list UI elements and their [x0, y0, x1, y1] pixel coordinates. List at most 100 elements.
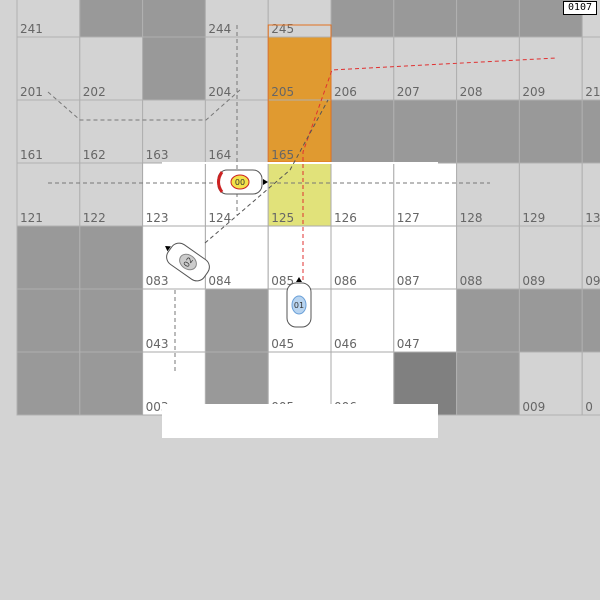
grid-cell: 245 [267, 0, 332, 38]
heading-arrow-icon [165, 245, 171, 252]
grid-cell-fill [204, 288, 269, 353]
route-vehicle-02 [204, 99, 329, 244]
grid-cell-fill [142, 36, 206, 101]
grid-cell: 0 [581, 351, 600, 416]
grid-cell-label: 043 [146, 337, 169, 351]
grid-cell: 205 [267, 36, 332, 101]
grid-cell-label: 201 [20, 85, 43, 99]
grid-cell-fill [16, 351, 81, 416]
grid-cell-label: 127 [397, 211, 420, 225]
grid-cell-fill [518, 225, 583, 290]
grid-cell-fill [16, 162, 81, 227]
frame-counter: 0107 [563, 1, 597, 15]
route-vehicle-01 [302, 57, 557, 280]
route-lines [47, 25, 557, 374]
grid-cell [79, 351, 144, 416]
grid-cell [79, 225, 144, 290]
grid-cell: 209 [518, 36, 583, 101]
grid-cell-label: 245 [271, 22, 294, 36]
route-gray-left [47, 89, 241, 121]
grid-cell-label: 126 [334, 211, 357, 225]
grid-cell-label: 045 [271, 337, 294, 351]
grid-cell-label: 163 [146, 148, 169, 162]
grid-cell-fill [456, 288, 520, 353]
grid-cell-label: 124 [208, 211, 231, 225]
grid-cell [142, 36, 206, 101]
grid-cell [142, 0, 206, 38]
grid-cell-fill [456, 225, 520, 290]
grid-cell-fill [456, 351, 520, 416]
heading-arrow-icon [263, 179, 268, 185]
grid-cell: 087 [393, 225, 458, 290]
grid-cell-label: 085 [271, 274, 294, 288]
grid-cell-label: 207 [397, 85, 420, 99]
grid-cell [330, 99, 395, 164]
grid-cell-label: 202 [83, 85, 106, 99]
grid-cell: 123 [142, 162, 206, 227]
grid-cell-label: 13 [585, 211, 600, 225]
grid-cell: 086 [330, 225, 395, 290]
grid-cell-label: 129 [522, 211, 545, 225]
grid-cell-label: 208 [460, 85, 483, 99]
grid-cell-label: 209 [522, 85, 545, 99]
grid-cell-fill [16, 288, 81, 353]
grid-cell-label: 21 [585, 85, 600, 99]
grid-cell [330, 0, 395, 38]
vehicle-id-label: 01 [294, 301, 304, 310]
grid-cell-fill [393, 0, 458, 38]
grid-cell-fill [330, 99, 395, 164]
grid-cell [16, 225, 81, 290]
grid-cell [456, 99, 520, 164]
grid-cell: 084 [204, 225, 269, 290]
grid-cell: 165 [267, 99, 332, 164]
grid-cell-label: 128 [460, 211, 483, 225]
grid-cell-fill [581, 99, 600, 164]
grid-cell-fill [16, 36, 81, 101]
grid-cell-fill [16, 225, 81, 290]
grid-cell-fill [393, 288, 458, 353]
grid-cell: 202 [79, 36, 144, 101]
grid-cell-label: 088 [460, 274, 483, 288]
grid-cell-fill [518, 162, 583, 227]
vehicle-cabin [179, 253, 197, 271]
grid-cell: 122 [79, 162, 144, 227]
grid-cell-fill [142, 288, 206, 353]
grid-cell: 21 [581, 36, 600, 101]
grid-cell-fill [581, 162, 600, 227]
grid-cell-label: 121 [20, 211, 43, 225]
grid-cell-fill [267, 0, 332, 38]
grid-cell: 163 [142, 99, 206, 164]
grid-cell: 121 [16, 162, 81, 227]
grid-cell: 085 [267, 225, 332, 290]
grid-cell-fill [267, 162, 332, 227]
grid-cell-label: 123 [146, 211, 169, 225]
grid-cell [581, 99, 600, 164]
grid-cell [79, 0, 144, 38]
grid-cell: 162 [79, 99, 144, 164]
grid-cell [16, 351, 81, 416]
grid-cell: 125 [267, 162, 332, 227]
vehicle-01[interactable]: 01 [286, 277, 312, 328]
grid-cell-label: 241 [20, 22, 43, 36]
grid-cell [518, 99, 583, 164]
grid-cell-fill [518, 99, 583, 164]
grid-cell: 043 [142, 288, 206, 353]
grid-cell [16, 288, 81, 353]
grid-cell-label: 206 [334, 85, 357, 99]
grid-cell-label: 086 [334, 274, 357, 288]
grid-cell-fill [142, 0, 206, 38]
grid-cell: 009 [518, 351, 583, 416]
grid-cell: 046 [330, 288, 395, 353]
grid-cell-fill [581, 36, 600, 101]
grid-cell-fill [581, 351, 600, 416]
vehicle-02[interactable]: 02 [158, 236, 213, 284]
grid-cell-fill [79, 225, 144, 290]
grid-cell: 201 [16, 36, 81, 101]
grid-cell: 244 [204, 0, 269, 38]
grid-cell-fill [16, 0, 81, 38]
vehicle-00[interactable]: 00 [217, 169, 268, 195]
grid-cell-fill [456, 99, 520, 164]
grid-cell-label: 244 [208, 22, 231, 36]
grid-cell-fill [518, 0, 583, 38]
